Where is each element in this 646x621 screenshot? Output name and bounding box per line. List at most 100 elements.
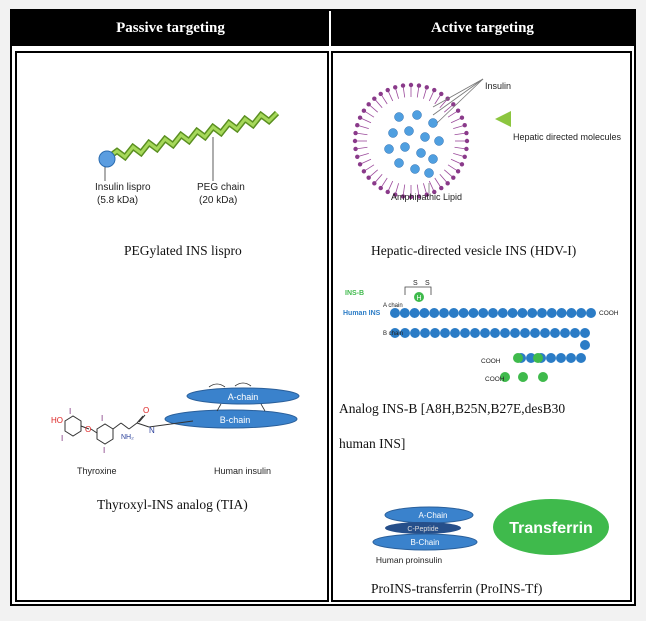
lipid-head bbox=[464, 130, 469, 136]
lipid-head bbox=[366, 175, 371, 180]
svg-text:NH₂: NH₂ bbox=[121, 434, 134, 441]
tia-diagram: A-chain B-chain HO I I O I I O NH₂ N bbox=[51, 382, 300, 455]
lipid-head bbox=[424, 85, 429, 90]
b-chain-residue bbox=[510, 328, 520, 338]
caption-proins-tf: ProINS-transferrin (ProINS-Tf) bbox=[371, 581, 543, 596]
insulin-sphere bbox=[400, 142, 410, 152]
lipid-head bbox=[462, 154, 467, 159]
b-chain-residue bbox=[430, 328, 440, 338]
insulin-sphere bbox=[388, 128, 398, 138]
lipid-head bbox=[357, 115, 363, 120]
a-chain-residue bbox=[429, 308, 440, 318]
lipid-head bbox=[408, 82, 414, 88]
a-chain-residue bbox=[527, 308, 538, 318]
green-residue bbox=[533, 353, 543, 363]
a-chain-residue bbox=[419, 308, 430, 318]
lipid-head bbox=[378, 91, 383, 97]
svg-text:HO: HO bbox=[51, 416, 63, 425]
lipid-head bbox=[361, 108, 367, 113]
b-chain-residue bbox=[390, 328, 400, 338]
caption-hdv: Hepatic-directed vesicle INS (HDV-I) bbox=[371, 243, 577, 258]
lipid-head bbox=[451, 175, 456, 180]
insulin-sphere bbox=[412, 110, 422, 120]
green-residue bbox=[538, 372, 548, 382]
a-chain-residue bbox=[556, 308, 567, 318]
header-active-targeting: Active targeting bbox=[331, 11, 634, 46]
hdv-label-insulin: Insulin bbox=[485, 81, 512, 91]
b-chain-residue bbox=[470, 328, 480, 338]
lipid-head bbox=[464, 138, 470, 144]
b-chain-residue bbox=[440, 328, 450, 338]
b-chain-residue bbox=[560, 328, 570, 338]
green-residue bbox=[518, 372, 528, 382]
svg-text:Transferrin: Transferrin bbox=[509, 520, 593, 537]
panel-passive: Insulin lispro (5.8 kDa) PEG chain (20 k… bbox=[15, 51, 329, 602]
a-chain-residue bbox=[488, 308, 498, 318]
caption-tia: Thyroxyl-INS analog (TIA) bbox=[97, 497, 248, 512]
a-chain-residue bbox=[566, 308, 577, 318]
svg-text:COOH: COOH bbox=[481, 358, 501, 365]
a-chain-residue bbox=[517, 308, 528, 318]
lipid-head bbox=[353, 146, 358, 152]
green-residue bbox=[513, 353, 523, 363]
svg-text:I: I bbox=[103, 446, 105, 455]
a-chain-residue bbox=[478, 308, 489, 318]
svg-text:COOH: COOH bbox=[485, 376, 505, 383]
a-chain-residue bbox=[507, 308, 518, 318]
hdv-vesicle bbox=[352, 78, 511, 200]
lipid-head bbox=[416, 83, 422, 88]
lipid-head bbox=[464, 146, 469, 152]
peg-label-insulin: Insulin lispro bbox=[95, 182, 151, 193]
caption-insb-line1: Analog INS-B [A8H,B25N,B27E,desB30 bbox=[339, 401, 566, 416]
lipid-head bbox=[385, 189, 390, 195]
b-chain-residue bbox=[556, 353, 566, 363]
lipid-head bbox=[385, 87, 390, 93]
b-chain-residue bbox=[540, 328, 550, 338]
b-chain-residue bbox=[420, 328, 430, 338]
tia-a-chain-label: A-chain bbox=[228, 392, 259, 402]
lipid-head bbox=[439, 91, 444, 97]
lipid-head bbox=[424, 192, 429, 197]
a-chain-residue bbox=[576, 308, 587, 318]
insulin-sphere bbox=[428, 118, 438, 128]
svg-text:B-Chain: B-Chain bbox=[411, 538, 440, 547]
panel-active: Insulin Hepatic directed molecules Amphi… bbox=[331, 51, 632, 602]
lipid-head bbox=[352, 138, 358, 144]
lipid-head bbox=[445, 181, 450, 186]
b-chain-residue bbox=[580, 328, 590, 338]
svg-text:Human INS: Human INS bbox=[343, 310, 381, 317]
lipid-head bbox=[432, 189, 437, 195]
lipid-head bbox=[439, 185, 444, 191]
insulin-sphere bbox=[394, 112, 404, 122]
b-chain-residue bbox=[546, 353, 556, 363]
hdv-label-hepatic: Hepatic directed molecules bbox=[513, 132, 622, 142]
header-passive-targeting: Passive targeting bbox=[12, 11, 329, 46]
tia-a-chain bbox=[186, 387, 300, 405]
b-chain-residue bbox=[460, 328, 470, 338]
transferrin-oval bbox=[493, 499, 609, 555]
lipid-head bbox=[400, 194, 406, 199]
svg-text:I: I bbox=[101, 414, 103, 423]
a-chain-residue bbox=[537, 308, 547, 318]
lipid-head bbox=[416, 194, 422, 199]
b-chain-residue bbox=[490, 328, 500, 338]
svg-text:INS-B: INS-B bbox=[345, 290, 364, 297]
lipid-head bbox=[462, 123, 467, 128]
caption-insb-line2: human INS] bbox=[339, 436, 406, 451]
hdv-label-lipid: Amphipathic Lipid bbox=[391, 192, 463, 202]
proins-tf-diagram: A-Chain C-Peptide B-Chain Transferrin Hu… bbox=[372, 499, 609, 565]
lipid-head bbox=[366, 102, 371, 107]
svg-text:S: S bbox=[425, 280, 430, 287]
svg-text:COOH: COOH bbox=[599, 310, 619, 317]
lipid-head bbox=[455, 108, 461, 113]
a-chain-residue bbox=[439, 308, 449, 318]
lipid-head bbox=[361, 169, 367, 174]
lipid-head bbox=[400, 83, 406, 88]
svg-text:A-Chain: A-Chain bbox=[419, 511, 448, 520]
b-chain-residue bbox=[500, 328, 510, 338]
peg-label-peg-kda: (20 kDa) bbox=[199, 195, 238, 206]
svg-text:B chain: B chain bbox=[383, 331, 403, 337]
b-chain-residue bbox=[526, 353, 536, 363]
insulin-sphere bbox=[424, 168, 434, 178]
lipid-head bbox=[459, 115, 465, 120]
